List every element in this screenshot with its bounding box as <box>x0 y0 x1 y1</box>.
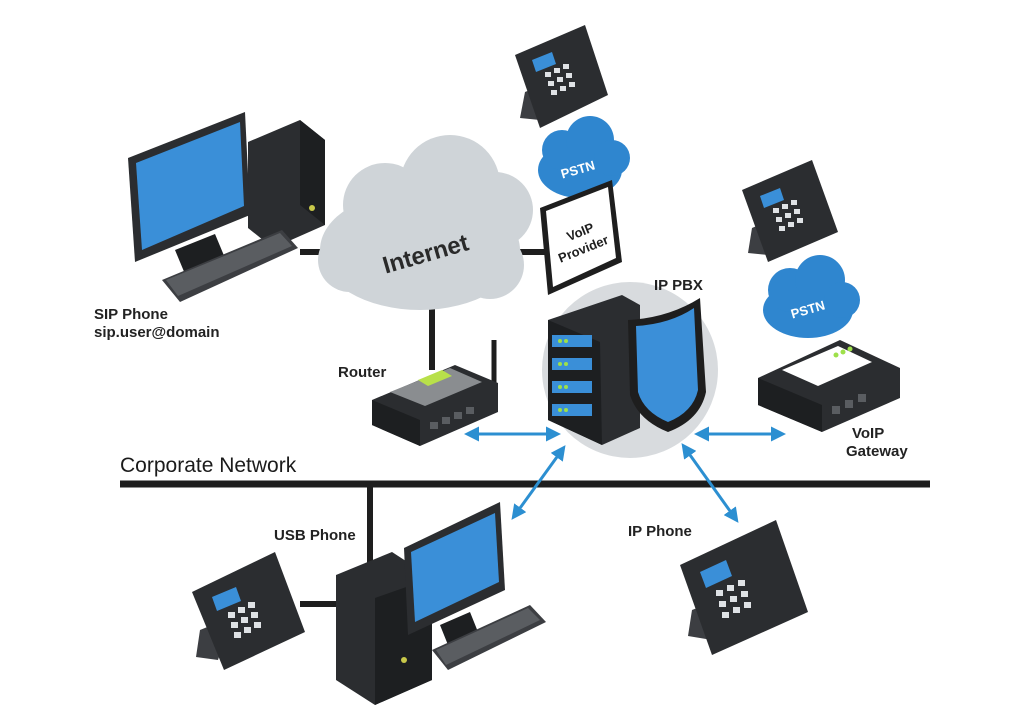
sip-address-label: sip.user@domain <box>94 324 220 341</box>
desk-phone-icon <box>192 552 305 670</box>
usb-phone-label: USB Phone <box>274 527 356 544</box>
desktop-computer-icon <box>336 502 546 705</box>
pstn-cloud-icon: PSTN <box>538 116 630 198</box>
arrow-pbx-usb-pc <box>511 445 566 520</box>
pstn-cloud-icon: PSTN <box>763 255 860 338</box>
desk-phone-icon <box>515 25 608 128</box>
corporate-network-title: Corporate Network <box>120 454 297 477</box>
desktop-computer-icon <box>128 112 325 302</box>
sip-phone-label: SIP Phone <box>94 306 168 323</box>
pbx-arrows <box>464 426 786 523</box>
voip-gateway-icon <box>758 340 900 432</box>
voip-gateway-label-1: VoIP <box>852 425 885 442</box>
ip-phone-label: IP Phone <box>628 523 692 540</box>
voip-gateway-label-2: Gateway <box>846 443 908 460</box>
desk-phone-icon <box>742 160 838 262</box>
internet-cloud-icon: Internet <box>318 135 533 310</box>
voip-provider-icon: VoIP Provider <box>540 180 622 295</box>
shield-icon <box>628 298 706 432</box>
desk-phone-icon <box>680 520 808 655</box>
arrow-pbx-ip-phone <box>681 443 739 523</box>
ip-pbx-label: IP PBX <box>654 277 703 294</box>
router-label: Router <box>338 364 387 381</box>
router-icon <box>372 340 498 446</box>
